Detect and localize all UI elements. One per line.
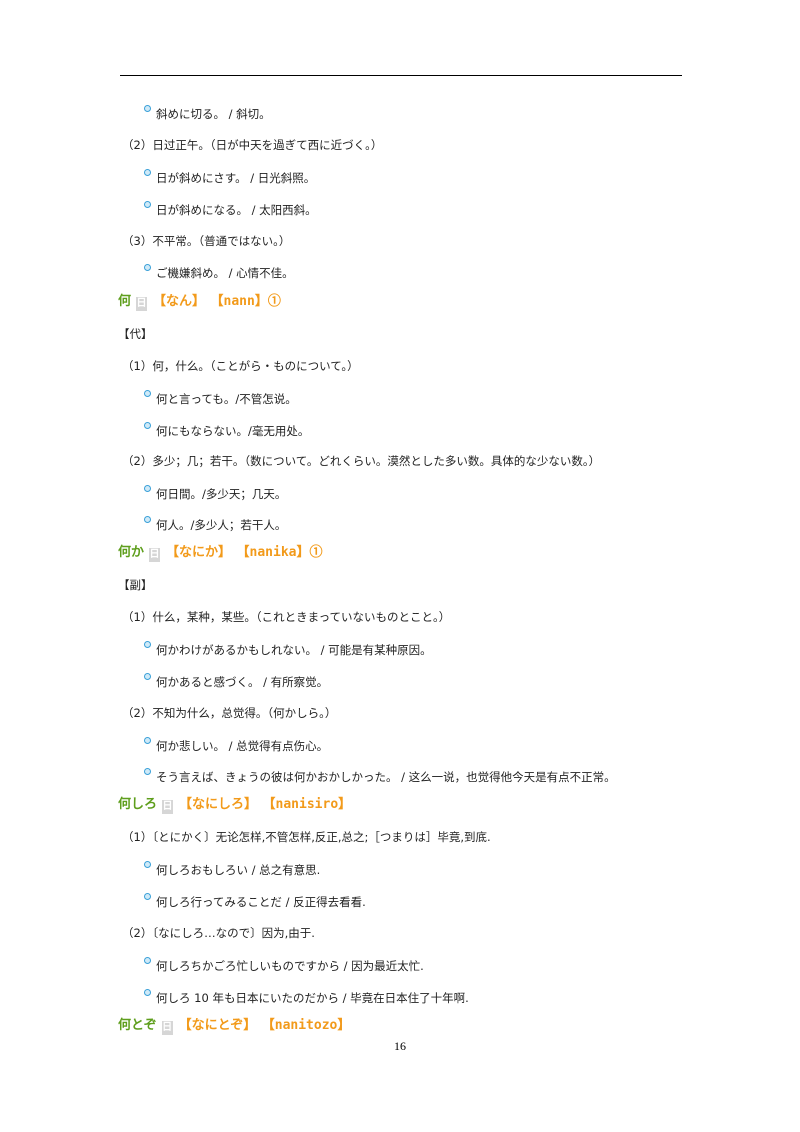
romaji-reading: 【nanisiro】 [269,797,352,812]
line-text: （1）〔とにかく〕无论怎样,不管怎样,反正,总之;［つまりは］毕竟,到底. [122,830,491,844]
line-text: 日が斜めにさす。 / 日光斜照。 [156,171,316,185]
line-text: 何と言っても。/不管怎说。 [156,392,297,406]
definition-line: （3）不平常。（普通ではない。） [122,233,290,249]
bullet-icon [144,390,151,397]
kana-reading: 【なにとぞ】 [178,1018,257,1033]
line-text: 何しろおもしろい / 总之有意思. [156,863,321,877]
example-item: 日が斜めにさす。 / 日光斜照。 [144,169,315,186]
bullet-icon [144,861,151,868]
example-item: そう言えば、きょうの彼は何かおかしかった。 / 这么一说，也觉得他今天是有点不正… [144,768,616,785]
line-text: （3）不平常。（普通ではない。） [122,234,291,248]
example-item: 何しろちかごろ忙しいものですから / 因为最近太忙. [144,957,424,974]
line-text: ご機嫌斜め。 / 心情不佳。 [156,266,294,280]
bullet-icon [144,516,151,523]
romaji-reading: 【nanika】① [243,545,323,560]
example-item: 日が斜めになる。 / 太阳西斜。 [144,201,317,218]
line-text: （1）什么，某种，某些。（これときまっていないものとこと。） [122,610,451,624]
headword: 何とぞ [118,1018,157,1033]
line-text: 何しろちかごろ忙しいものですから / 因为最近太忙. [156,959,424,973]
line-text: （2）不知为什么，总觉得。（何かしら。） [122,706,337,720]
definition-line: （1）何，什么。（ことがら・ものについて。） [122,358,359,374]
example-item: 何と言っても。/不管怎说。 [144,390,297,407]
line-text: そう言えば、きょうの彼は何かおかしかった。 / 这么一说，也觉得他今天是有点不正… [156,770,616,784]
definition-line: （1）〔とにかく〕无论怎样,不管怎样,反正,总之;［つまりは］毕竟,到底. [122,829,491,845]
japanese-tag-icon: 日 [161,1021,173,1035]
dictionary-entry: 何しろ日【なにしろ】【nanisiro】 [118,797,351,814]
bullet-icon [144,264,151,271]
bullet-icon [144,169,151,176]
line-text: （2）〔なにしろ…なので〕因为,由于. [122,926,315,940]
dictionary-entry: 何とぞ日【なにとぞ】【nanitozo】 [118,1018,350,1035]
part-of-speech: 【代】 [118,326,153,342]
definition-line: （2）不知为什么，总觉得。（何かしら。） [122,705,336,721]
line-text: 何日間。/多少天；几天。 [156,487,287,501]
romaji-reading: 【nanitozo】 [268,1018,351,1033]
example-item: 何しろおもしろい / 总之有意思. [144,861,320,878]
example-item: 何かあると感づく。 / 有所察觉。 [144,673,328,690]
header-rule [120,75,682,76]
part-of-speech: 【副】 [118,577,153,593]
definition-line: （2）日过正午。（日が中天を過ぎて西に近づく。） [122,137,382,153]
example-item: 何しろ行ってみることだ / 反正得去看看. [144,893,366,910]
bullet-icon [144,673,151,680]
kana-reading: 【なん】 [153,294,206,309]
dictionary-entry: 何か日【なにか】【nanika】① [118,545,323,562]
bullet-icon [144,201,151,208]
example-item: 何人。/多少人；若干人。 [144,516,286,533]
example-item: 何にもならない。/毫无用处。 [144,422,309,439]
line-text: 【代】 [118,327,153,341]
kana-reading: 【なにか】 [166,545,232,560]
line-text: 日が斜めになる。 / 太阳西斜。 [156,203,317,217]
line-text: （1）何，什么。（ことがら・ものについて。） [122,359,359,373]
line-text: 何しろ 10 年も日本にいたのだから / 毕竟在日本住了十年啊. [156,991,469,1005]
bullet-icon [144,105,151,112]
example-item: 何か悲しい。 / 总觉得有点伤心。 [144,737,328,754]
bullet-icon [144,893,151,900]
line-text: 何にもならない。/毫无用处。 [156,424,310,438]
definition-line: （2）〔なにしろ…なので〕因为,由于. [122,925,315,941]
example-item: 斜めに切る。 / 斜切。 [144,105,271,122]
example-item: 何しろ 10 年も日本にいたのだから / 毕竟在日本住了十年啊. [144,989,469,1006]
dictionary-entry: 何日【なん】【nann】① [118,294,281,311]
line-text: 何しろ行ってみることだ / 反正得去看看. [156,895,366,909]
example-item: ご機嫌斜め。 / 心情不佳。 [144,264,294,281]
line-text: 斜めに切る。 / 斜切。 [156,107,271,121]
japanese-tag-icon: 日 [136,297,148,311]
line-text: 何かあると感づく。 / 有所察觉。 [156,675,329,689]
bullet-icon [144,422,151,429]
bullet-icon [144,485,151,492]
page-number: 16 [394,1039,406,1053]
headword: 何しろ [118,797,158,812]
line-text: 何人。/多少人；若干人。 [156,518,287,532]
bullet-icon [144,768,151,775]
headword: 何か [118,545,145,560]
definition-line: （2）多少；几；若干。（数について。どれくらい。漠然とした多い数。具体的な少ない… [122,453,600,469]
japanese-tag-icon: 日 [149,548,161,562]
line-text: （2）多少；几；若干。（数について。どれくらい。漠然とした多い数。具体的な少ない… [122,454,601,468]
example-item: 何かわけがあるかもしれない。 / 可能是有某种原因。 [144,641,432,658]
line-text: 何かわけがあるかもしれない。 / 可能是有某种原因。 [156,643,432,657]
line-text: （2）日过正午。（日が中天を過ぎて西に近づく。） [122,138,383,152]
bullet-icon [144,641,151,648]
bullet-icon [144,737,151,744]
example-item: 何日間。/多少天；几天。 [144,485,286,502]
definition-line: （1）什么，某种，某些。（これときまっていないものとこと。） [122,609,450,625]
kana-reading: 【なにしろ】 [179,797,258,812]
bullet-icon [144,989,151,996]
japanese-tag-icon: 日 [162,800,174,814]
line-text: 【副】 [118,578,153,592]
bullet-icon [144,957,151,964]
romaji-reading: 【nann】① [217,294,281,309]
headword: 何 [118,294,132,309]
line-text: 何か悲しい。 / 总觉得有点伤心。 [156,739,329,753]
